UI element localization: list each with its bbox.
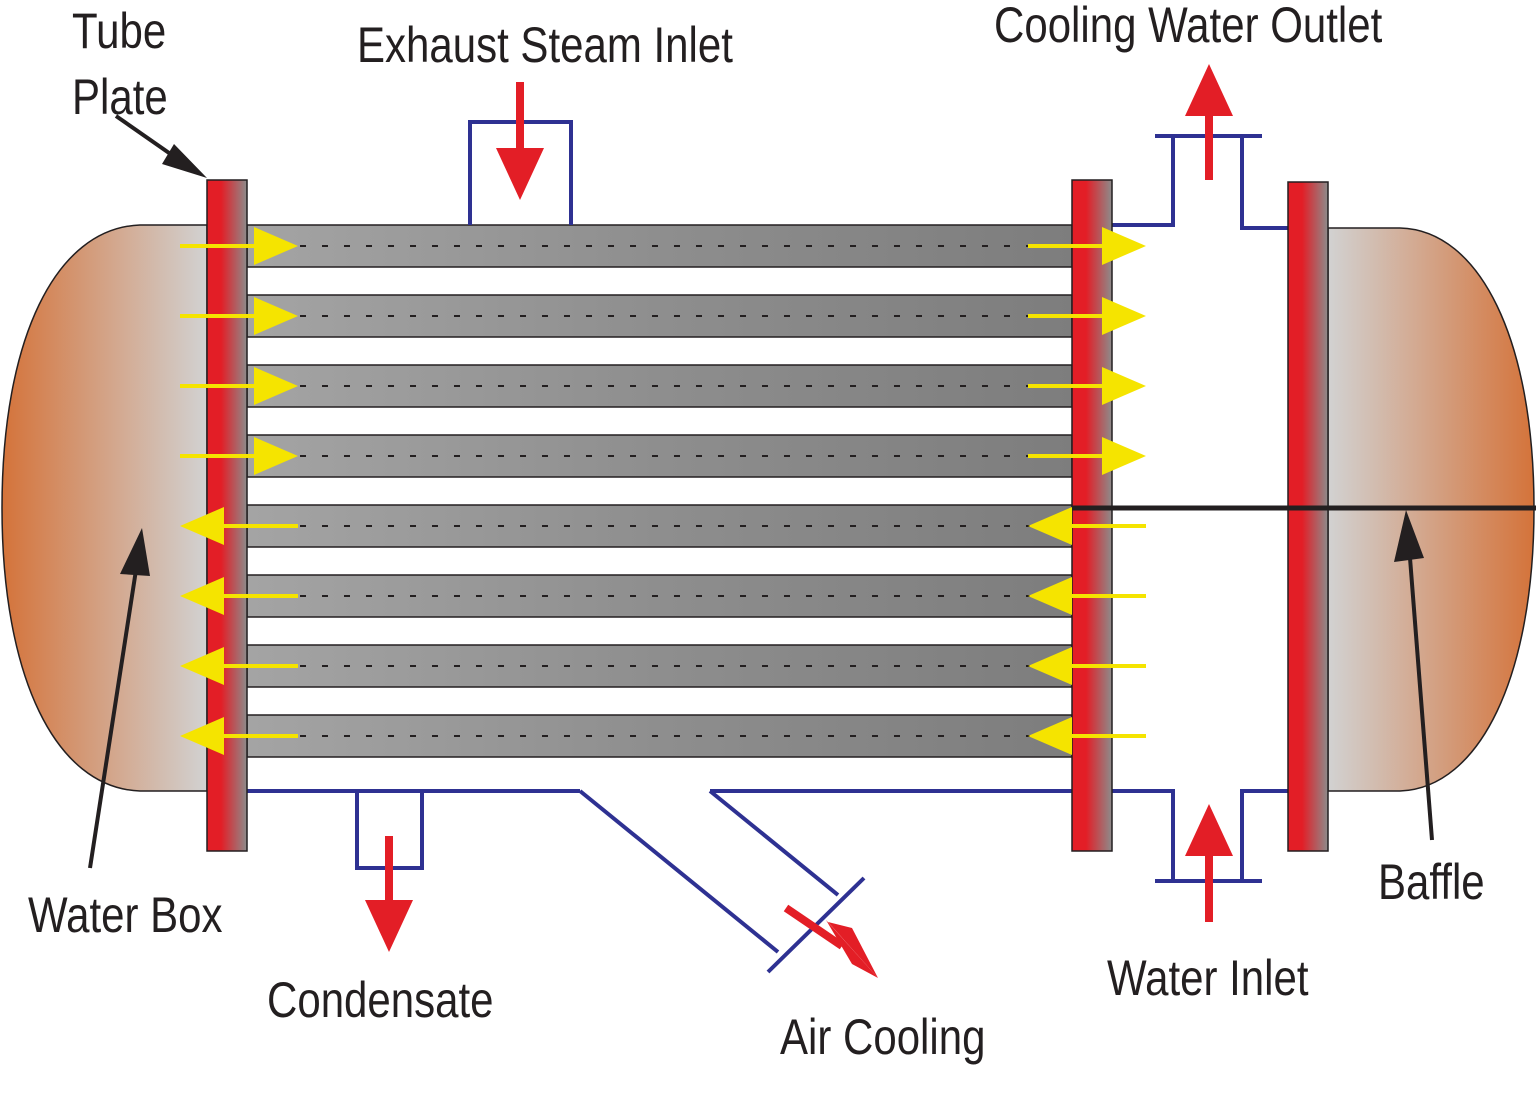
flow-arrow-right-3-head <box>1102 367 1146 405</box>
flow-arrow-left-1-head <box>254 227 298 265</box>
water-box-label: Water Box <box>28 887 223 943</box>
flow-arrow-left-8-head <box>180 717 224 755</box>
pointer-arrows <box>88 114 1434 869</box>
end-cover-plate <box>1287 181 1329 852</box>
flow-arrow-left-8 <box>180 717 298 755</box>
water-inlet-label: Water Inlet <box>1107 950 1309 1006</box>
flow-arrow-right-8 <box>1028 717 1146 755</box>
flow-arrow-left-2 <box>180 297 298 335</box>
air-cooling-arrow <box>783 904 878 978</box>
right-tube-plate <box>1071 179 1113 852</box>
condensate-arrow <box>365 836 413 952</box>
air-cooling-duct-upper <box>578 789 780 954</box>
flow-arrow-left-4-head <box>254 437 298 475</box>
flow-arrows <box>180 227 1146 755</box>
flow-arrow-left-4 <box>180 437 298 475</box>
water-box-pointer <box>88 528 150 869</box>
baffle-label: Baffle <box>1378 854 1485 910</box>
flow-arrow-left-5 <box>180 507 298 545</box>
exhaust-steam-inlet-label: Exhaust Steam Inlet <box>357 17 733 73</box>
tube-plate-label-line2: Plate <box>72 69 168 125</box>
flow-arrow-right-1-head <box>1102 227 1146 265</box>
tube-3 <box>246 364 1073 408</box>
air-cooling-label: Air Cooling <box>780 1009 986 1065</box>
flow-arrow-right-3 <box>1028 367 1146 405</box>
flow-arrow-right-6-head <box>1028 577 1072 615</box>
tube-bundle <box>246 224 1073 758</box>
flow-arrow-left-7 <box>180 647 298 685</box>
tube-plate-pointer <box>114 114 207 178</box>
flow-arrow-right-8-head <box>1028 717 1072 755</box>
flow-arrow-right-7 <box>1028 647 1146 685</box>
flow-arrow-left-3-head <box>254 367 298 405</box>
cooling-water-outlet-nozzle <box>1112 134 1288 230</box>
tube-7 <box>246 644 1073 688</box>
exhaust-steam-arrow <box>496 82 544 200</box>
left-water-box <box>1 224 208 792</box>
flow-arrow-left-3 <box>180 367 298 405</box>
baffle-pointer <box>1394 510 1434 841</box>
cooling-water-outlet-arrow <box>1185 64 1233 180</box>
flow-arrow-right-2 <box>1028 297 1146 335</box>
flow-arrow-right-6 <box>1028 577 1146 615</box>
air-cooling-duct-lower <box>708 789 840 897</box>
flow-arrow-left-2-head <box>254 297 298 335</box>
tube-plate-label-line1: Tube <box>72 3 167 59</box>
water-inlet-arrow <box>1185 804 1233 922</box>
process-arrows <box>365 64 1233 978</box>
flow-arrow-left-5-head <box>180 507 224 545</box>
condensate-label: Condensate <box>267 972 494 1028</box>
flow-arrow-right-7-head <box>1028 647 1072 685</box>
flow-arrow-right-4-head <box>1102 437 1146 475</box>
tube-1 <box>246 224 1073 268</box>
tube-4 <box>246 434 1073 478</box>
flow-arrow-left-1 <box>180 227 298 265</box>
flow-arrow-right-5 <box>1028 507 1146 545</box>
flow-arrow-left-7-head <box>180 647 224 685</box>
flow-arrow-right-2-head <box>1102 297 1146 335</box>
cooling-water-outlet-label: Cooling Water Outlet <box>994 0 1383 53</box>
flow-arrow-left-6 <box>180 577 298 615</box>
flow-arrow-right-4 <box>1028 437 1146 475</box>
flow-arrow-right-1 <box>1028 227 1146 265</box>
flow-arrow-left-6-head <box>180 577 224 615</box>
tube-6 <box>246 574 1073 618</box>
flow-arrow-right-5-head <box>1028 507 1072 545</box>
